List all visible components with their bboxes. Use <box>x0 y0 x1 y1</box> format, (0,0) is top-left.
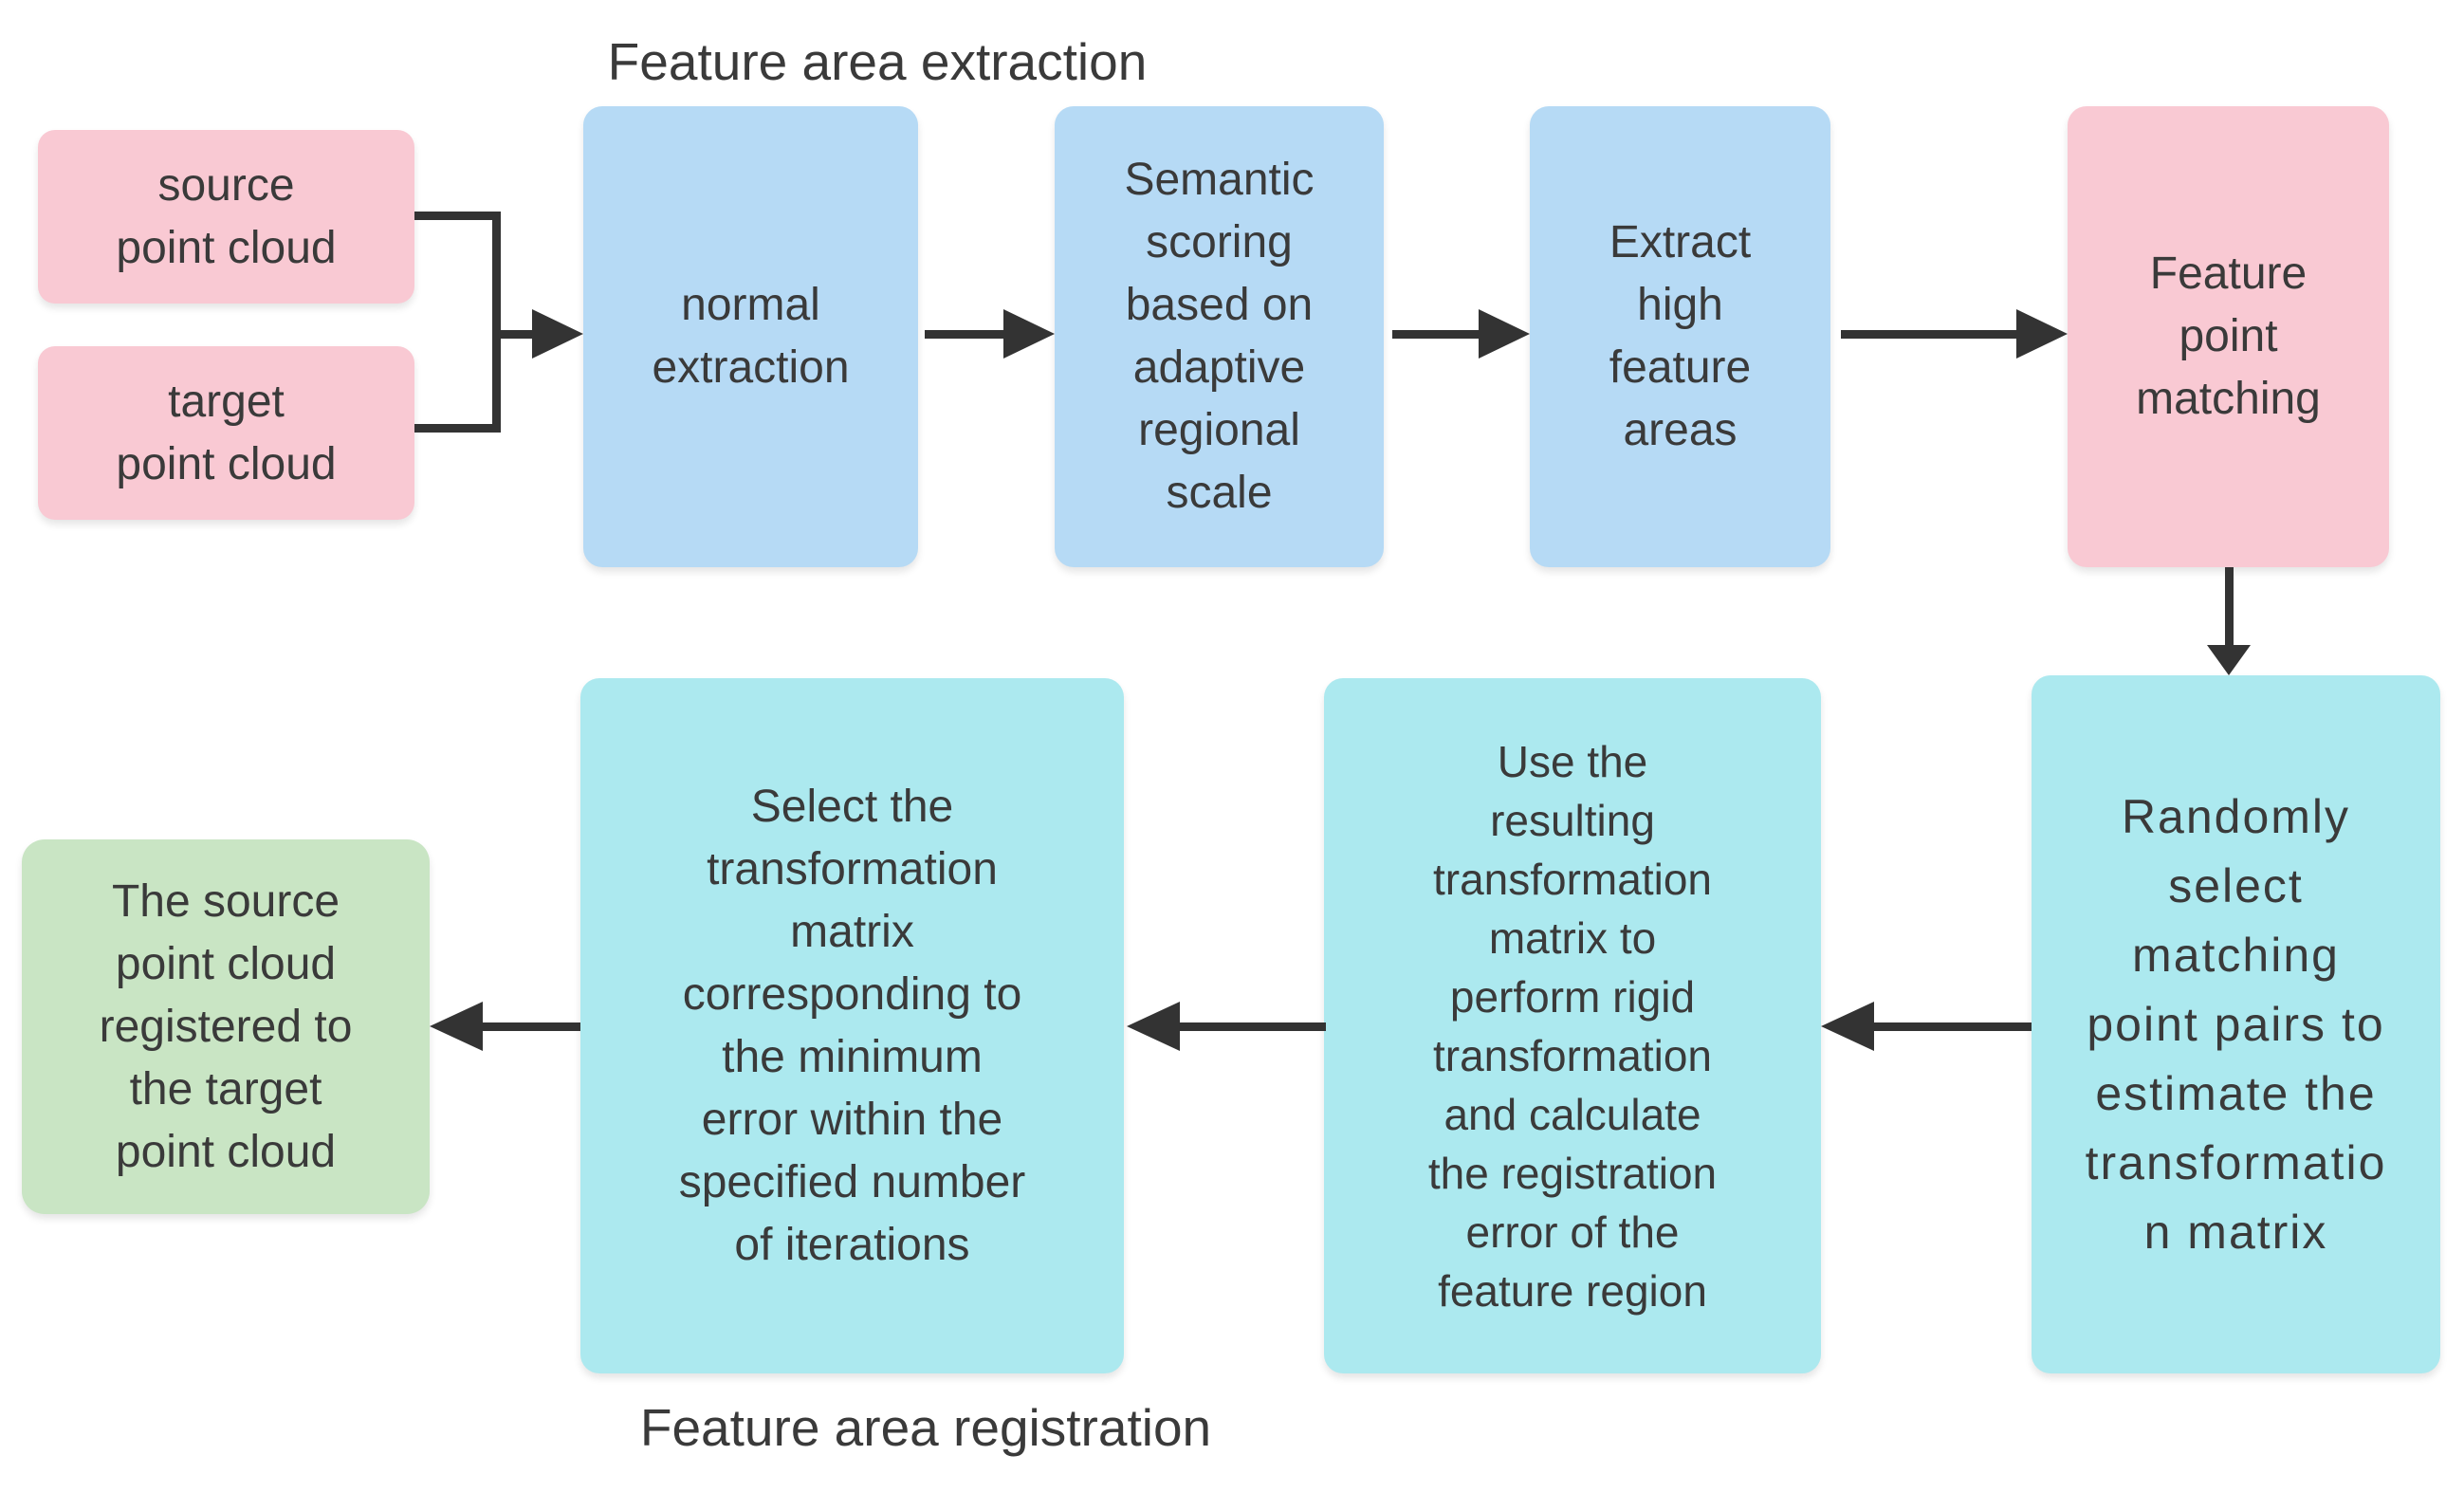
arrow-normal-to-semantic-head-icon <box>1003 309 1055 359</box>
arrow-select-to-result-stem-icon <box>477 1022 580 1031</box>
node-randomly-select-point-pairs: Randomly select matching point pairs to … <box>2032 675 2440 1373</box>
stage-label-feature-area-registration: Feature area registration <box>639 1398 1212 1457</box>
node-source-point-cloud: source point cloud <box>38 130 414 304</box>
arrow-merge-to-normal-head-icon <box>532 309 583 359</box>
arrow-randomly-to-use-head-icon <box>1821 1002 1874 1051</box>
arrow-select-to-result-head-icon <box>430 1002 483 1051</box>
arrow-use-to-select-head-icon <box>1127 1002 1180 1051</box>
node-registered-result: The source point cloud registered to the… <box>22 839 430 1214</box>
node-select-min-error-matrix: Select the transformation matrix corresp… <box>580 678 1124 1373</box>
node-apply-transformation-calculate-error: Use the resulting transformation matrix … <box>1324 678 1821 1373</box>
arrow-extract-to-matching-stem-icon <box>1841 330 2021 339</box>
arrow-semantic-to-extract-stem-icon <box>1392 330 1482 339</box>
stage-label-feature-area-extraction: Feature area extraction <box>607 32 1148 91</box>
bracket-line-vertical-icon <box>492 212 501 433</box>
arrow-matching-to-randomly-stem-icon <box>2225 567 2234 649</box>
node-target-point-cloud: target point cloud <box>38 346 414 520</box>
bracket-line-source-icon <box>414 212 501 220</box>
node-feature-point-matching: Feature point matching <box>2068 106 2389 567</box>
arrow-normal-to-semantic-stem-icon <box>925 330 1010 339</box>
node-normal-extraction: normal extraction <box>583 106 918 567</box>
bracket-line-target-icon <box>414 424 501 433</box>
arrow-matching-to-randomly-head-icon <box>2207 645 2251 675</box>
arrow-extract-to-matching-head-icon <box>2016 309 2068 359</box>
node-extract-high-feature-areas: Extract high feature areas <box>1530 106 1830 567</box>
arrow-semantic-to-extract-head-icon <box>1479 309 1530 359</box>
arrow-randomly-to-use-stem-icon <box>1868 1022 2032 1031</box>
node-semantic-scoring: Semantic scoring based on adaptive regio… <box>1055 106 1384 567</box>
arrow-merge-to-normal-stem-icon <box>496 330 538 339</box>
arrow-use-to-select-stem-icon <box>1174 1022 1326 1031</box>
